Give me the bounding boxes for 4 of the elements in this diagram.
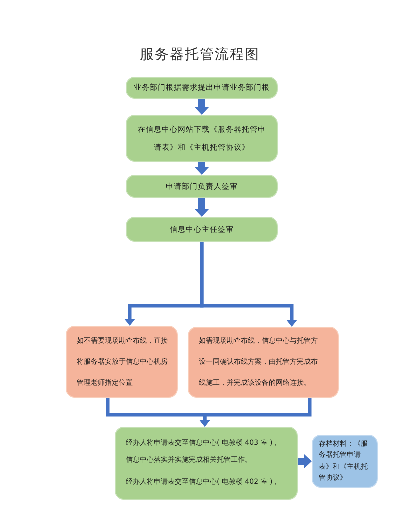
- diagram-title: 服务器托管流程图: [139, 46, 261, 64]
- step-box: [115, 427, 298, 500]
- arrow: [200, 242, 296, 327]
- arrow: [202, 398, 312, 427]
